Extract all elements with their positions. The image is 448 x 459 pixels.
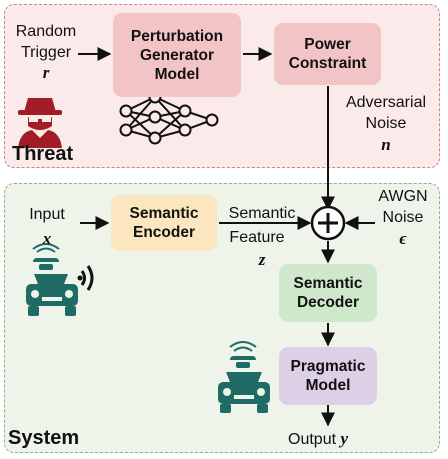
- car-receiver-icon: [218, 341, 270, 413]
- perturbation-generator-label: Perturbation Generator Model: [130, 27, 224, 83]
- output-label-group: Output y: [288, 429, 348, 449]
- semantic-decoder-box: Semantic Decoder: [279, 264, 377, 322]
- threat-panel-title: Threat: [12, 143, 74, 165]
- pragmatic-model-box: Pragmatic Model: [279, 347, 377, 405]
- car-transmitter-icon: [26, 243, 94, 316]
- awgn-label-line1: AWGN: [378, 188, 428, 205]
- adversarial-noise-label-line2: Noise: [365, 115, 407, 132]
- semantic-encoder-box: Semantic Encoder: [111, 195, 217, 251]
- input-symbol: x: [42, 229, 52, 248]
- hacker-icon: [18, 98, 62, 148]
- power-constraint-box: Power Constraint: [274, 23, 381, 85]
- trigger-symbol: r: [42, 63, 50, 82]
- semantic-feature-symbol: z: [258, 250, 266, 269]
- semantic-decoder-label: Semantic Decoder: [293, 275, 363, 311]
- input-label: Input: [29, 206, 65, 223]
- awgn-symbol: ϵ: [399, 229, 407, 248]
- neural-network-icon: [119, 90, 219, 145]
- adversarial-noise-label-line1: Adversarial: [345, 94, 427, 111]
- adder-icon: [310, 205, 346, 241]
- power-constraint-label: Power Constraint: [288, 36, 367, 72]
- awgn-label-line2: Noise: [382, 209, 424, 226]
- semantic-feature-label-line2: Feature: [229, 229, 285, 246]
- output-label: Output: [288, 431, 337, 448]
- trigger-label-line2: Trigger: [20, 44, 72, 61]
- semantic-feature-label-line1: Semantic: [228, 205, 296, 222]
- pragmatic-model-label: Pragmatic Model: [290, 358, 366, 394]
- system-panel-title: System: [8, 427, 80, 449]
- output-symbol: y: [340, 429, 349, 448]
- semantic-encoder-label: Semantic Encoder: [129, 205, 199, 241]
- perturbation-generator-box: Perturbation Generator Model: [113, 13, 241, 97]
- adversarial-noise-symbol: n: [381, 135, 391, 154]
- trigger-label-line1: Random: [15, 23, 77, 40]
